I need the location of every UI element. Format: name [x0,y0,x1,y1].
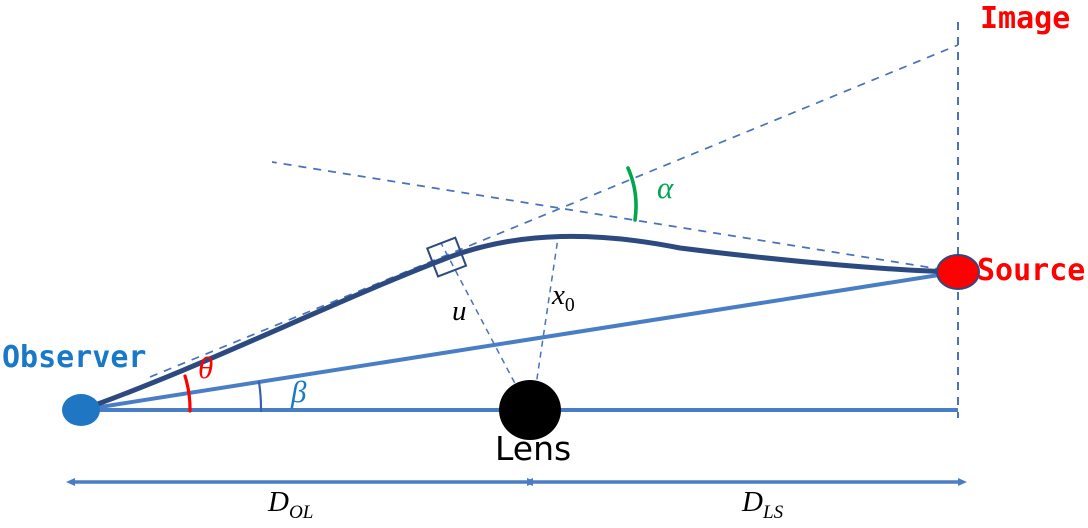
theta-angle-arc [183,374,192,413]
x0-dashed-line [531,237,559,413]
source-label: Source [977,253,1086,288]
right-angle-marker [425,236,468,278]
bent-light-ray-path [78,233,961,413]
observer-dot [62,394,100,426]
source-to-crossing-dashed-line [271,161,959,273]
beta-angle-arc [257,380,263,413]
source-dot [936,254,980,290]
alpha-angle-label: α [657,170,674,205]
observer-tangent-dashed-line [149,44,959,378]
lens-dot [499,380,561,440]
observer-source-line [80,270,959,412]
beta-angle-label: β [291,374,307,409]
distance-ls-label-subscript: LS [762,501,784,523]
distance-ls-label: DLS [742,488,783,522]
x0-label-subscript: 0 [564,293,575,316]
distance-ls-label-base: D [742,486,763,518]
distance-ol-label-base: D [268,486,289,518]
x0-label-base: x [552,279,565,311]
image-label: Image [980,1,1071,36]
alpha-angle-arc [626,166,638,222]
x0-label: x0 [552,281,575,316]
lens-label: Lens [495,429,572,468]
impact-parameter-label: u [452,295,467,327]
observer-label: Observer [2,340,147,375]
distance-ol-label-subscript: OL [288,501,314,523]
impact-parameter-u-dashed-line [440,242,531,413]
theta-angle-label: θ [198,350,214,385]
distance-ol-label: DOL [268,488,313,522]
